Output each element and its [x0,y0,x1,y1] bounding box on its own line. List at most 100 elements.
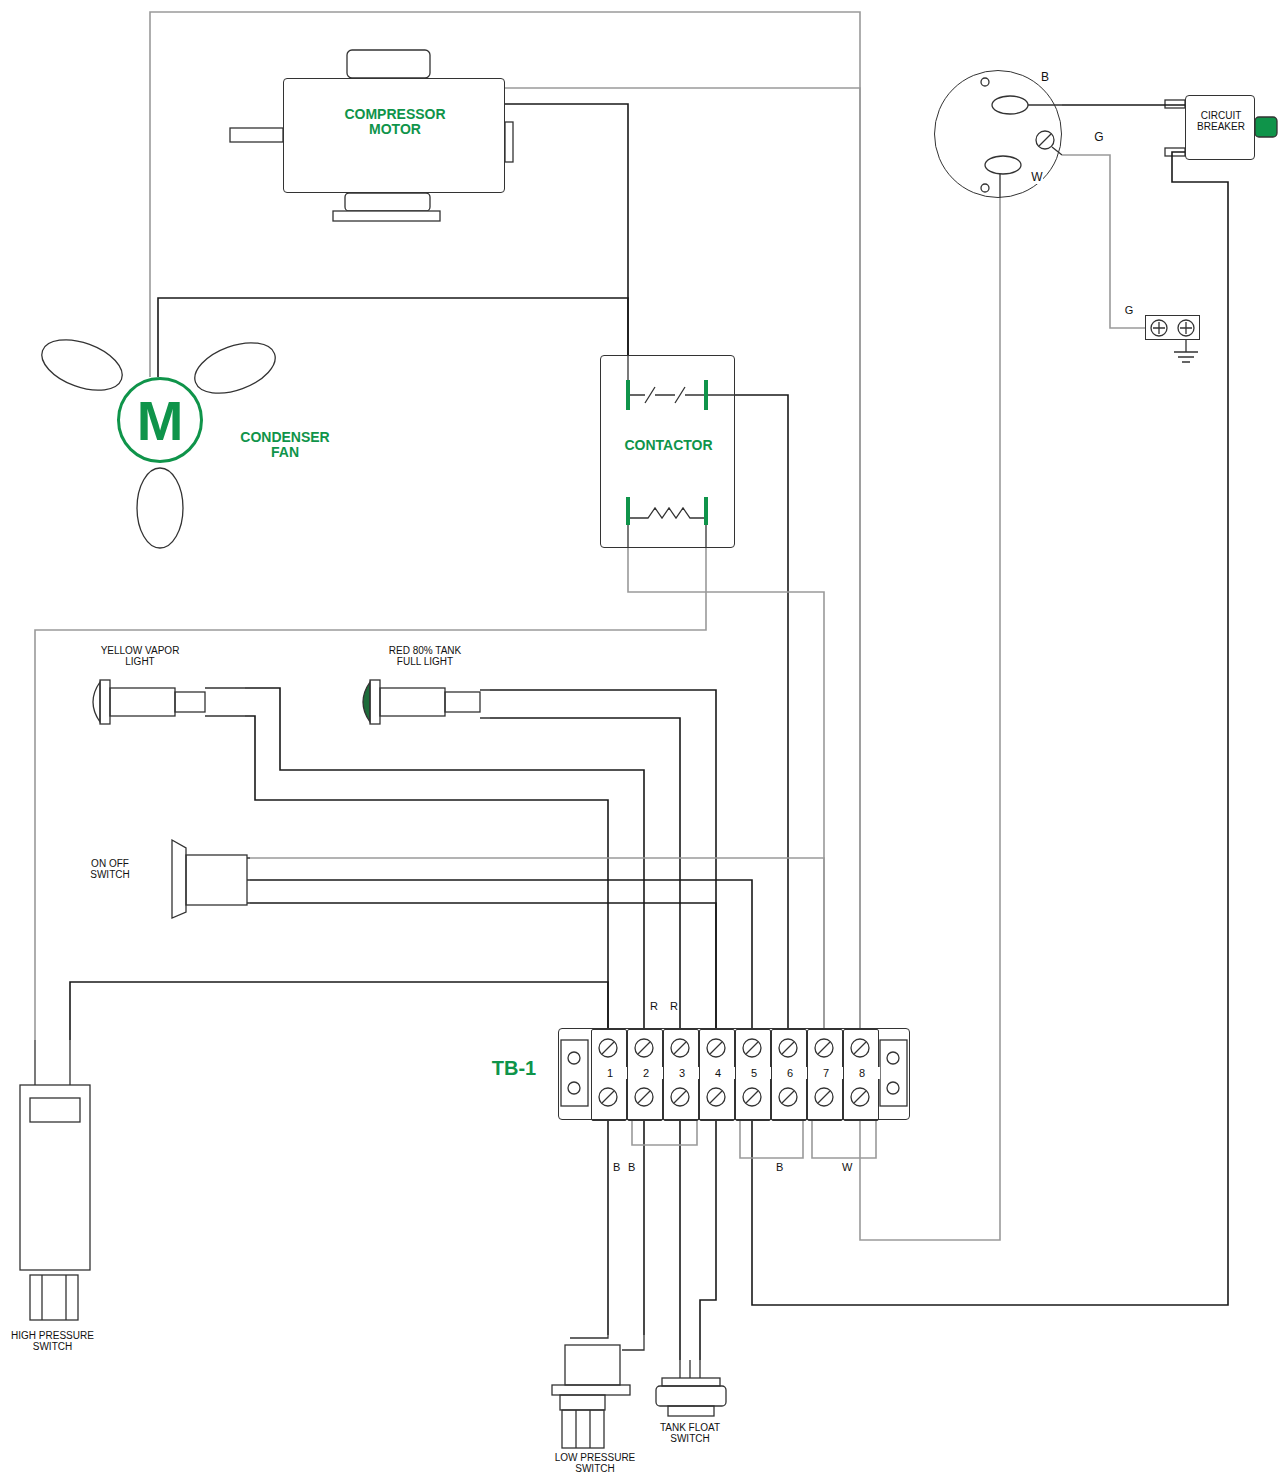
yellow-lamp [93,680,245,724]
wire [643,1121,645,1335]
component-label: HIGH PRESSURE SWITCH [5,1330,100,1352]
terminal-screws [602,1091,614,1103]
red-lamp [380,688,445,716]
red-lamp [363,682,370,722]
terminal: 5 [735,1029,771,1121]
compressor-motor-body [345,193,430,211]
terminal-screws [818,1042,830,1054]
component-label: 8 [844,1067,880,1079]
wire [632,1121,697,1145]
component-label: 2 [628,1067,664,1079]
terminal-screws [599,1039,869,1106]
wire [250,858,824,1029]
terminal-block-ends [568,1082,580,1094]
compressor-motor-body [230,128,283,142]
wire [505,104,628,355]
wire [490,718,680,1029]
high-pressure-switch [35,1040,70,1085]
component-label: 7 [808,1067,844,1079]
pressure-switch: LOW PRESSURE SWITCH [540,1335,650,1480]
wire [250,903,716,1029]
terminal-screws [743,1039,761,1057]
red-lamp [370,680,380,724]
wire [150,12,860,1029]
yellow-lamp [100,680,110,724]
receptacle-circle: BGW [934,70,1062,198]
wire [680,1121,681,1360]
terminal-block-ends [561,1040,907,1106]
wire [505,104,628,355]
rocker-switch [172,840,250,918]
fan-blades [137,468,183,548]
low-pressure-switch [576,1410,590,1448]
component-label: B [1039,71,1051,84]
terminal-screws [854,1091,866,1103]
motor-box: COMPRESSOR MOTOR [283,78,505,193]
component-label: M [120,393,200,449]
wire [679,1121,681,1360]
terminal-screws [599,1039,617,1057]
wire [608,1121,609,1335]
yellow-lamp [175,692,205,712]
component-label: G [1124,304,1134,316]
ground-terminal: G [1145,315,1200,340]
terminal-screws [635,1088,653,1106]
circuit-breaker-parts [1165,100,1277,156]
component-label: G [1093,131,1105,144]
wire [250,880,752,1029]
terminal: 8 [843,1029,879,1121]
rocker-switch [186,855,247,905]
rocker-switch [247,858,250,903]
rocker-switch [172,840,186,918]
wire [632,1121,697,1145]
wire-color-label: B [613,1161,620,1173]
terminal-block-ends [561,1040,588,1106]
wire [158,298,628,377]
wire [700,1121,716,1360]
component-label: 6 [772,1067,808,1079]
terminal-screws [743,1088,761,1106]
tank-float-switch [680,1360,700,1378]
red-lamp [480,690,490,718]
terminal-screws [707,1039,725,1057]
wire [490,690,716,1029]
high-pressure-switch [30,1098,80,1122]
wire [700,1121,716,1360]
wire [35,548,706,1040]
wire-color-label: W [842,1161,852,1173]
tank-float-switch [656,1360,726,1416]
wire [628,548,824,1029]
receptacle-face [1000,105,1062,198]
indicator-lamp: RED 80% TANK FULL LIGHT [360,645,490,735]
wire [752,152,1228,1305]
terminal-screws [710,1091,722,1103]
wire [644,1121,645,1335]
low-pressure-switch [552,1335,644,1448]
component-label: CONDENSER FAN [235,430,335,461]
receptacle-face [985,156,1021,174]
wire [70,982,608,1040]
contactor-box: CONTACTOR [600,355,735,548]
terminal-screws [638,1091,650,1103]
toggle-switch: ON OFF SWITCH [75,838,250,926]
low-pressure-switch [570,1335,644,1350]
component-label: LOW PRESSURE SWITCH [540,1452,650,1474]
terminal-screws [638,1042,650,1054]
component-label: COMPRESSOR MOTOR [340,107,450,138]
low-pressure-switch [552,1385,630,1395]
terminal-screws [671,1088,689,1106]
terminal: 6 [771,1029,807,1121]
ground-terminal [1174,340,1198,362]
low-pressure-switch [565,1345,620,1385]
fan-blades [188,333,282,403]
wire [752,152,1228,1305]
high-pressure-switch [30,1275,78,1320]
wire [150,12,860,1029]
yellow-lamp [110,688,175,716]
wire-color-label: R [670,1000,678,1012]
wire-color-label: B [776,1161,783,1173]
high-pressure-switch [20,1040,90,1320]
receptacle-face [981,78,989,86]
tank-float-switch [662,1378,720,1386]
